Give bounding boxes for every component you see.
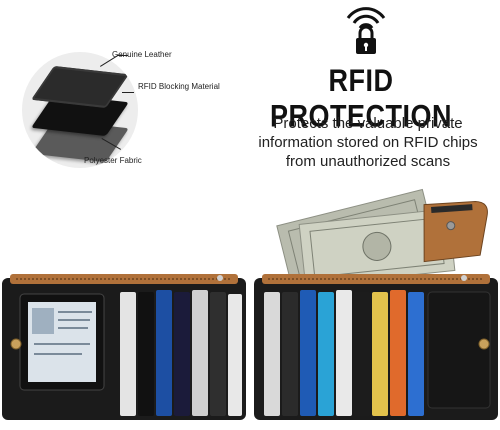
material-layers-illustration	[22, 52, 138, 168]
rfid-lock-icon	[346, 7, 386, 54]
rfid-material-label: RFID Blocking Material	[138, 82, 220, 91]
cash-illustration	[276, 188, 488, 278]
rfid-protection-title: RFID PROTECTION	[269, 63, 452, 134]
genuine-leather-label: Genuine Leather	[112, 50, 172, 59]
open-wallet-illustration	[2, 274, 498, 420]
polyester-fabric-label: Polyester Fabric	[84, 156, 142, 165]
callout-line-rfid	[122, 92, 134, 93]
rfid-protection-description: Protects the valuable private informatio…	[258, 115, 478, 170]
callout-line-leather-end	[118, 55, 128, 56]
